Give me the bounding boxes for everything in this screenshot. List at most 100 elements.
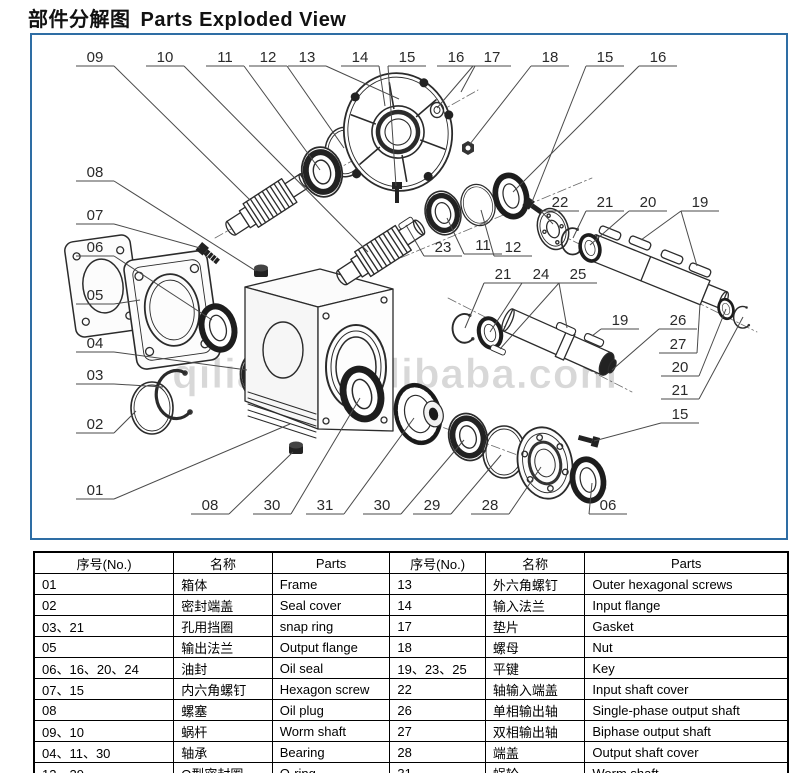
table-cell: 轴承 xyxy=(173,741,273,763)
callout-03: 03 xyxy=(76,367,164,388)
table-cell: Output shaft cover xyxy=(584,741,789,763)
table-cell: 05 xyxy=(33,636,175,658)
table-cell: 26 xyxy=(389,699,486,721)
bearing-input xyxy=(297,143,347,200)
callout-label: 19 xyxy=(612,312,629,329)
hexagon-screw-15c xyxy=(577,434,601,448)
callout-label: 08 xyxy=(87,164,104,181)
housing xyxy=(244,264,394,454)
table-cell: Input shaft cover xyxy=(584,678,789,700)
callout-label: 16 xyxy=(650,49,667,66)
table-cell: 油封 xyxy=(173,657,273,679)
callout-04: 04 xyxy=(76,335,248,371)
callout-28: 28 xyxy=(471,466,542,515)
callout-label: 01 xyxy=(87,482,104,499)
callout-08: 08 xyxy=(76,164,257,272)
table-cell: Output flange xyxy=(271,636,391,658)
callout-14: 14 xyxy=(341,49,386,107)
output-shaft-cover xyxy=(516,426,574,500)
callout-label: 31 xyxy=(317,497,334,514)
hexagon-screw-15a xyxy=(392,182,402,203)
callout-15: 15 xyxy=(593,406,699,442)
callout-label: 04 xyxy=(87,335,104,352)
callout-13: 13 xyxy=(288,49,400,100)
callout-label: 12 xyxy=(260,49,277,66)
callout-21: 21 xyxy=(661,316,744,400)
callout-label: 28 xyxy=(482,497,499,514)
table-cell: 18 xyxy=(389,636,486,658)
table-cell: snap ring xyxy=(271,615,391,637)
table-cell: 单相输出轴 xyxy=(484,699,586,721)
callout-label: 21 xyxy=(597,194,614,211)
worm-shaft-1 xyxy=(219,166,316,243)
callout-19: 19 xyxy=(591,312,639,337)
diagram-frame: qilian.en.alibaba.com xyxy=(30,33,788,540)
callout-21: 21 xyxy=(572,194,624,239)
table-cell: 内六角螺钉 xyxy=(173,678,273,700)
table-cell: 输出法兰 xyxy=(173,636,273,658)
callout-label: 08 xyxy=(202,497,219,514)
parts-table-header-cell: 名称 xyxy=(484,551,586,574)
page-title-zh: 部件分解图 xyxy=(28,9,131,31)
seal-cover-plate xyxy=(64,234,142,338)
table-cell: 平键 xyxy=(484,657,586,679)
callout-label: 26 xyxy=(670,312,687,329)
oil-plug-top xyxy=(254,264,268,277)
table-row: 12、29O型密封圈O-ring31蜗轮Worm shaft xyxy=(33,762,789,773)
table-cell: Frame xyxy=(271,573,391,595)
callout-21: 21 xyxy=(464,266,522,329)
callout-02: 02 xyxy=(76,410,137,434)
callout-label: 12 xyxy=(505,239,522,256)
table-cell: Bearing xyxy=(271,741,391,763)
callout-label: 13 xyxy=(299,49,316,66)
callout-06: 06 xyxy=(76,239,213,321)
parts-table-header-cell: 名称 xyxy=(173,551,273,574)
table-cell: 螺母 xyxy=(484,636,586,658)
callout-label: 29 xyxy=(424,497,441,514)
callout-31: 31 xyxy=(306,417,415,515)
table-cell: 密封端盖 xyxy=(173,594,273,616)
callout-10: 10 xyxy=(146,49,369,253)
parts-table-header-cell: Parts xyxy=(271,551,391,574)
callout-11: 11 xyxy=(206,49,321,171)
callout-label: 16 xyxy=(448,49,465,66)
callout-label: 15 xyxy=(672,406,689,423)
callout-12: 12 xyxy=(249,49,345,149)
callout-label: 06 xyxy=(600,497,617,514)
callout-01: 01 xyxy=(76,423,291,500)
callout-label: 07 xyxy=(87,207,104,224)
table-cell: 双相输出轴 xyxy=(484,720,586,742)
callout-label: 02 xyxy=(87,416,104,433)
table-cell: Outer hexagonal screws xyxy=(584,573,789,595)
table-cell: 22 xyxy=(389,678,486,700)
table-cell: Input flange xyxy=(584,594,789,616)
table-cell: 19、23、25 xyxy=(389,657,486,679)
table-cell: 端盖 xyxy=(484,741,586,763)
table-cell: 04、11、30 xyxy=(33,741,175,763)
callout-15: 15 xyxy=(387,49,426,187)
table-cell: Single-phase output shaft xyxy=(584,699,789,721)
callout-label: 20 xyxy=(672,359,689,376)
callout-19: 19 xyxy=(640,194,719,267)
callout-29: 29 xyxy=(413,454,502,515)
callout-30: 30 xyxy=(363,439,465,515)
callout-18: 18 xyxy=(469,49,569,145)
table-cell: 垫片 xyxy=(484,615,586,637)
table-cell: 06、16、20、24 xyxy=(33,657,175,679)
callout-label: 17 xyxy=(484,49,501,66)
hexagon-screw-07 xyxy=(195,242,220,265)
oil-seal-24 xyxy=(476,316,505,351)
callout-20: 20 xyxy=(589,194,667,246)
table-cell: 17 xyxy=(389,615,486,637)
table-cell: Oil seal xyxy=(271,657,391,679)
input-flange xyxy=(342,72,454,192)
callout-label: 03 xyxy=(87,367,104,384)
table-cell: 28 xyxy=(389,741,486,763)
worm-shaft-2 xyxy=(330,212,431,293)
